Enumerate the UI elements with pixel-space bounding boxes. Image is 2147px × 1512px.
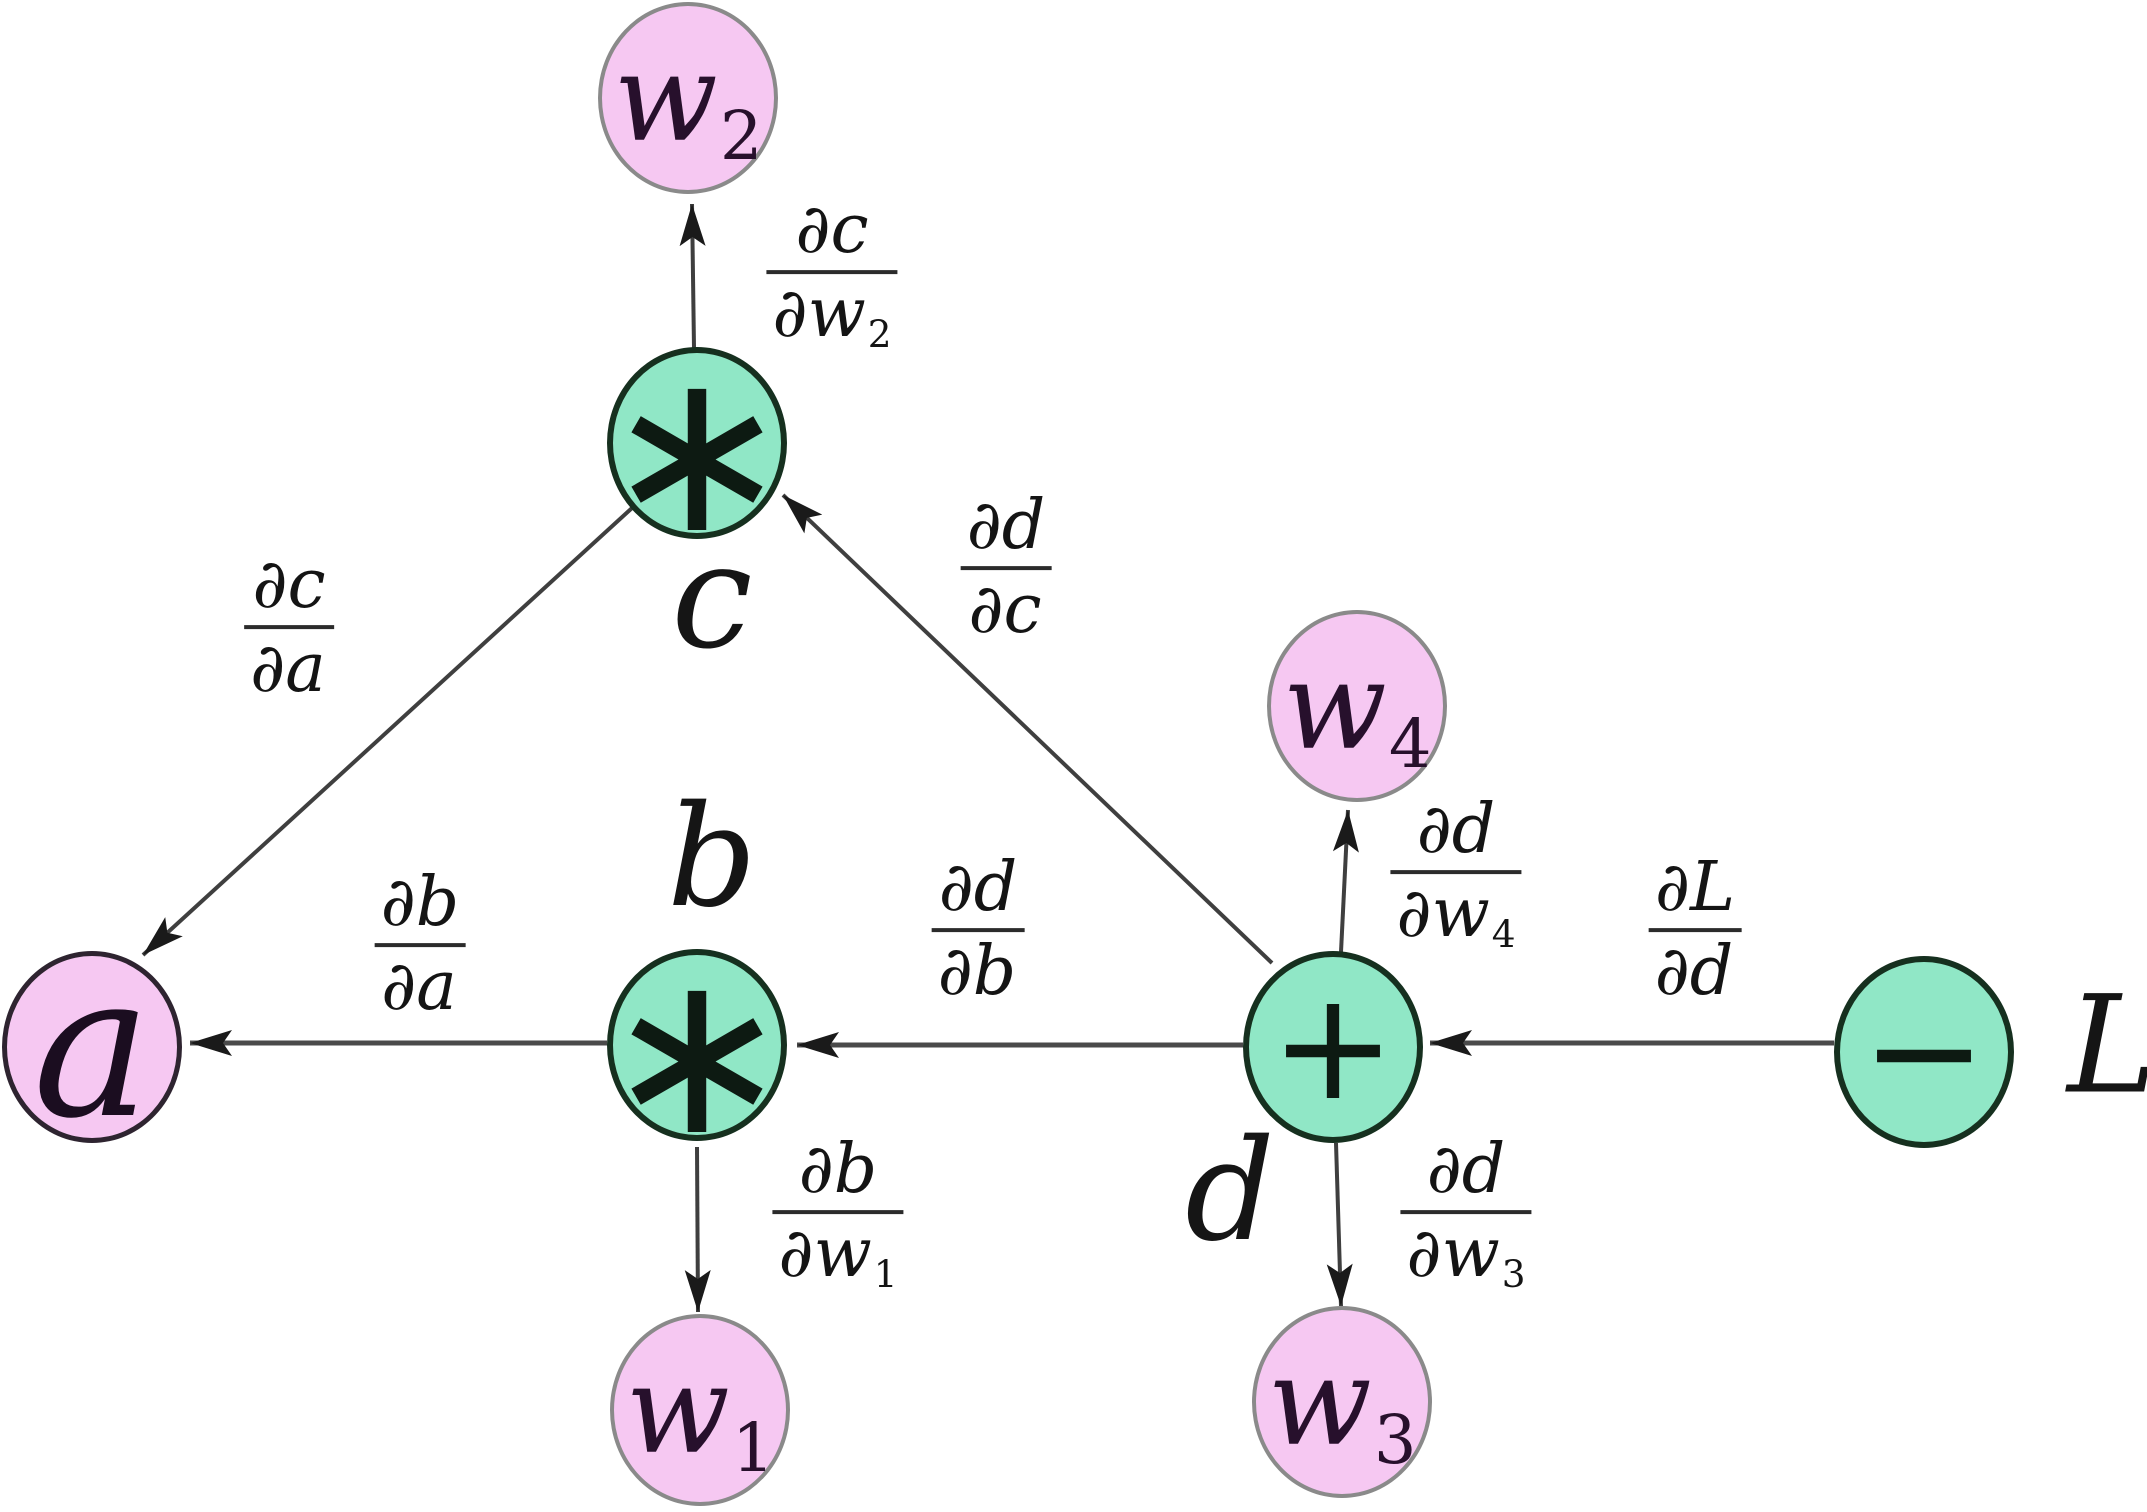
node-c-letter: c: [671, 512, 753, 682]
edge-b-to-w1: [684, 1146, 711, 1313]
node-op-b: ∗: [603, 942, 792, 1167]
node-w1-label: w1: [625, 1339, 775, 1487]
edge-label-dL-dd: ∂L ∂d: [1648, 848, 1742, 1012]
frac-bar: [244, 625, 334, 630]
edge-label-dc-da: ∂c ∂a: [244, 549, 334, 705]
node-b-letter: b: [667, 776, 757, 939]
frac-denominator: ∂a: [381, 947, 457, 1027]
node-w1: w1: [610, 1314, 790, 1506]
frac-bar: [931, 928, 1025, 933]
node-w3: w3: [1252, 1306, 1432, 1498]
edge-label-dd-dc: ∂d ∂c: [960, 486, 1052, 650]
frac-numerator: ∂d: [966, 486, 1046, 566]
node-L-letter: L: [2067, 978, 2147, 1113]
node-w2-label: w2: [613, 27, 763, 175]
edge-c-to-a: [141, 506, 634, 957]
frac-denominator: ∂w2: [772, 274, 892, 356]
node-op-L: −: [1834, 956, 2014, 1148]
node-a-label: a: [32, 931, 152, 1162]
edge-label-db-da: ∂b ∂a: [374, 863, 466, 1027]
multiply-icon: ∗: [602, 923, 792, 1186]
frac-bar: [1390, 870, 1522, 875]
frac-numerator: ∂b: [380, 863, 460, 943]
frac-bar: [772, 1210, 904, 1215]
edge-label-dc-dw2: ∂c ∂w2: [766, 190, 898, 356]
frac-denominator: ∂w1: [778, 1214, 898, 1296]
frac-numerator: ∂d: [1426, 1130, 1506, 1210]
node-w4: w4: [1267, 610, 1447, 802]
node-w3-label: w3: [1267, 1331, 1417, 1479]
frac-numerator: ∂c: [795, 190, 869, 270]
edge-d-to-w3: [1326, 1142, 1353, 1307]
node-op-d: +: [1243, 951, 1423, 1143]
frac-bar: [374, 943, 466, 948]
frac-bar: [960, 566, 1052, 571]
edge-label-db-dw1: ∂b ∂w1: [772, 1130, 904, 1296]
frac-bar: [1400, 1210, 1532, 1215]
frac-denominator: ∂w3: [1406, 1214, 1526, 1296]
edge-d-to-w4: [1332, 809, 1359, 953]
frac-denominator: ∂a: [250, 629, 326, 709]
frac-numerator: ∂c: [252, 545, 326, 625]
frac-numerator: ∂d: [1416, 790, 1496, 870]
edge-c-to-w2: [679, 203, 706, 349]
frac-numerator: ∂b: [798, 1130, 878, 1210]
frac-denominator: ∂b: [937, 932, 1017, 1012]
frac-numerator: ∂L: [1654, 848, 1736, 928]
node-d-letter: d: [1185, 1110, 1275, 1273]
edge-label-dd-dw3: ∂d ∂w3: [1400, 1130, 1532, 1296]
frac-denominator: ∂c: [968, 570, 1042, 650]
node-w4-label: w4: [1282, 635, 1432, 783]
node-op-c: ∗: [603, 340, 792, 565]
frac-numerator: ∂d: [938, 848, 1018, 928]
minus-icon: −: [1861, 965, 1987, 1139]
node-a: a: [2, 931, 182, 1162]
multiply-icon: ∗: [602, 321, 792, 584]
frac-bar: [766, 270, 898, 275]
frac-denominator: ∂d: [1654, 932, 1734, 1012]
frac-bar: [1648, 928, 1742, 933]
edge-d-to-c: [781, 493, 1274, 965]
edge-label-dd-dw4: ∂d ∂w4: [1390, 790, 1522, 956]
frac-denominator: ∂w4: [1396, 874, 1516, 956]
node-w2: w2: [598, 2, 778, 194]
edge-label-dd-db: ∂d ∂b: [931, 848, 1025, 1012]
plus-icon: +: [1270, 960, 1396, 1134]
